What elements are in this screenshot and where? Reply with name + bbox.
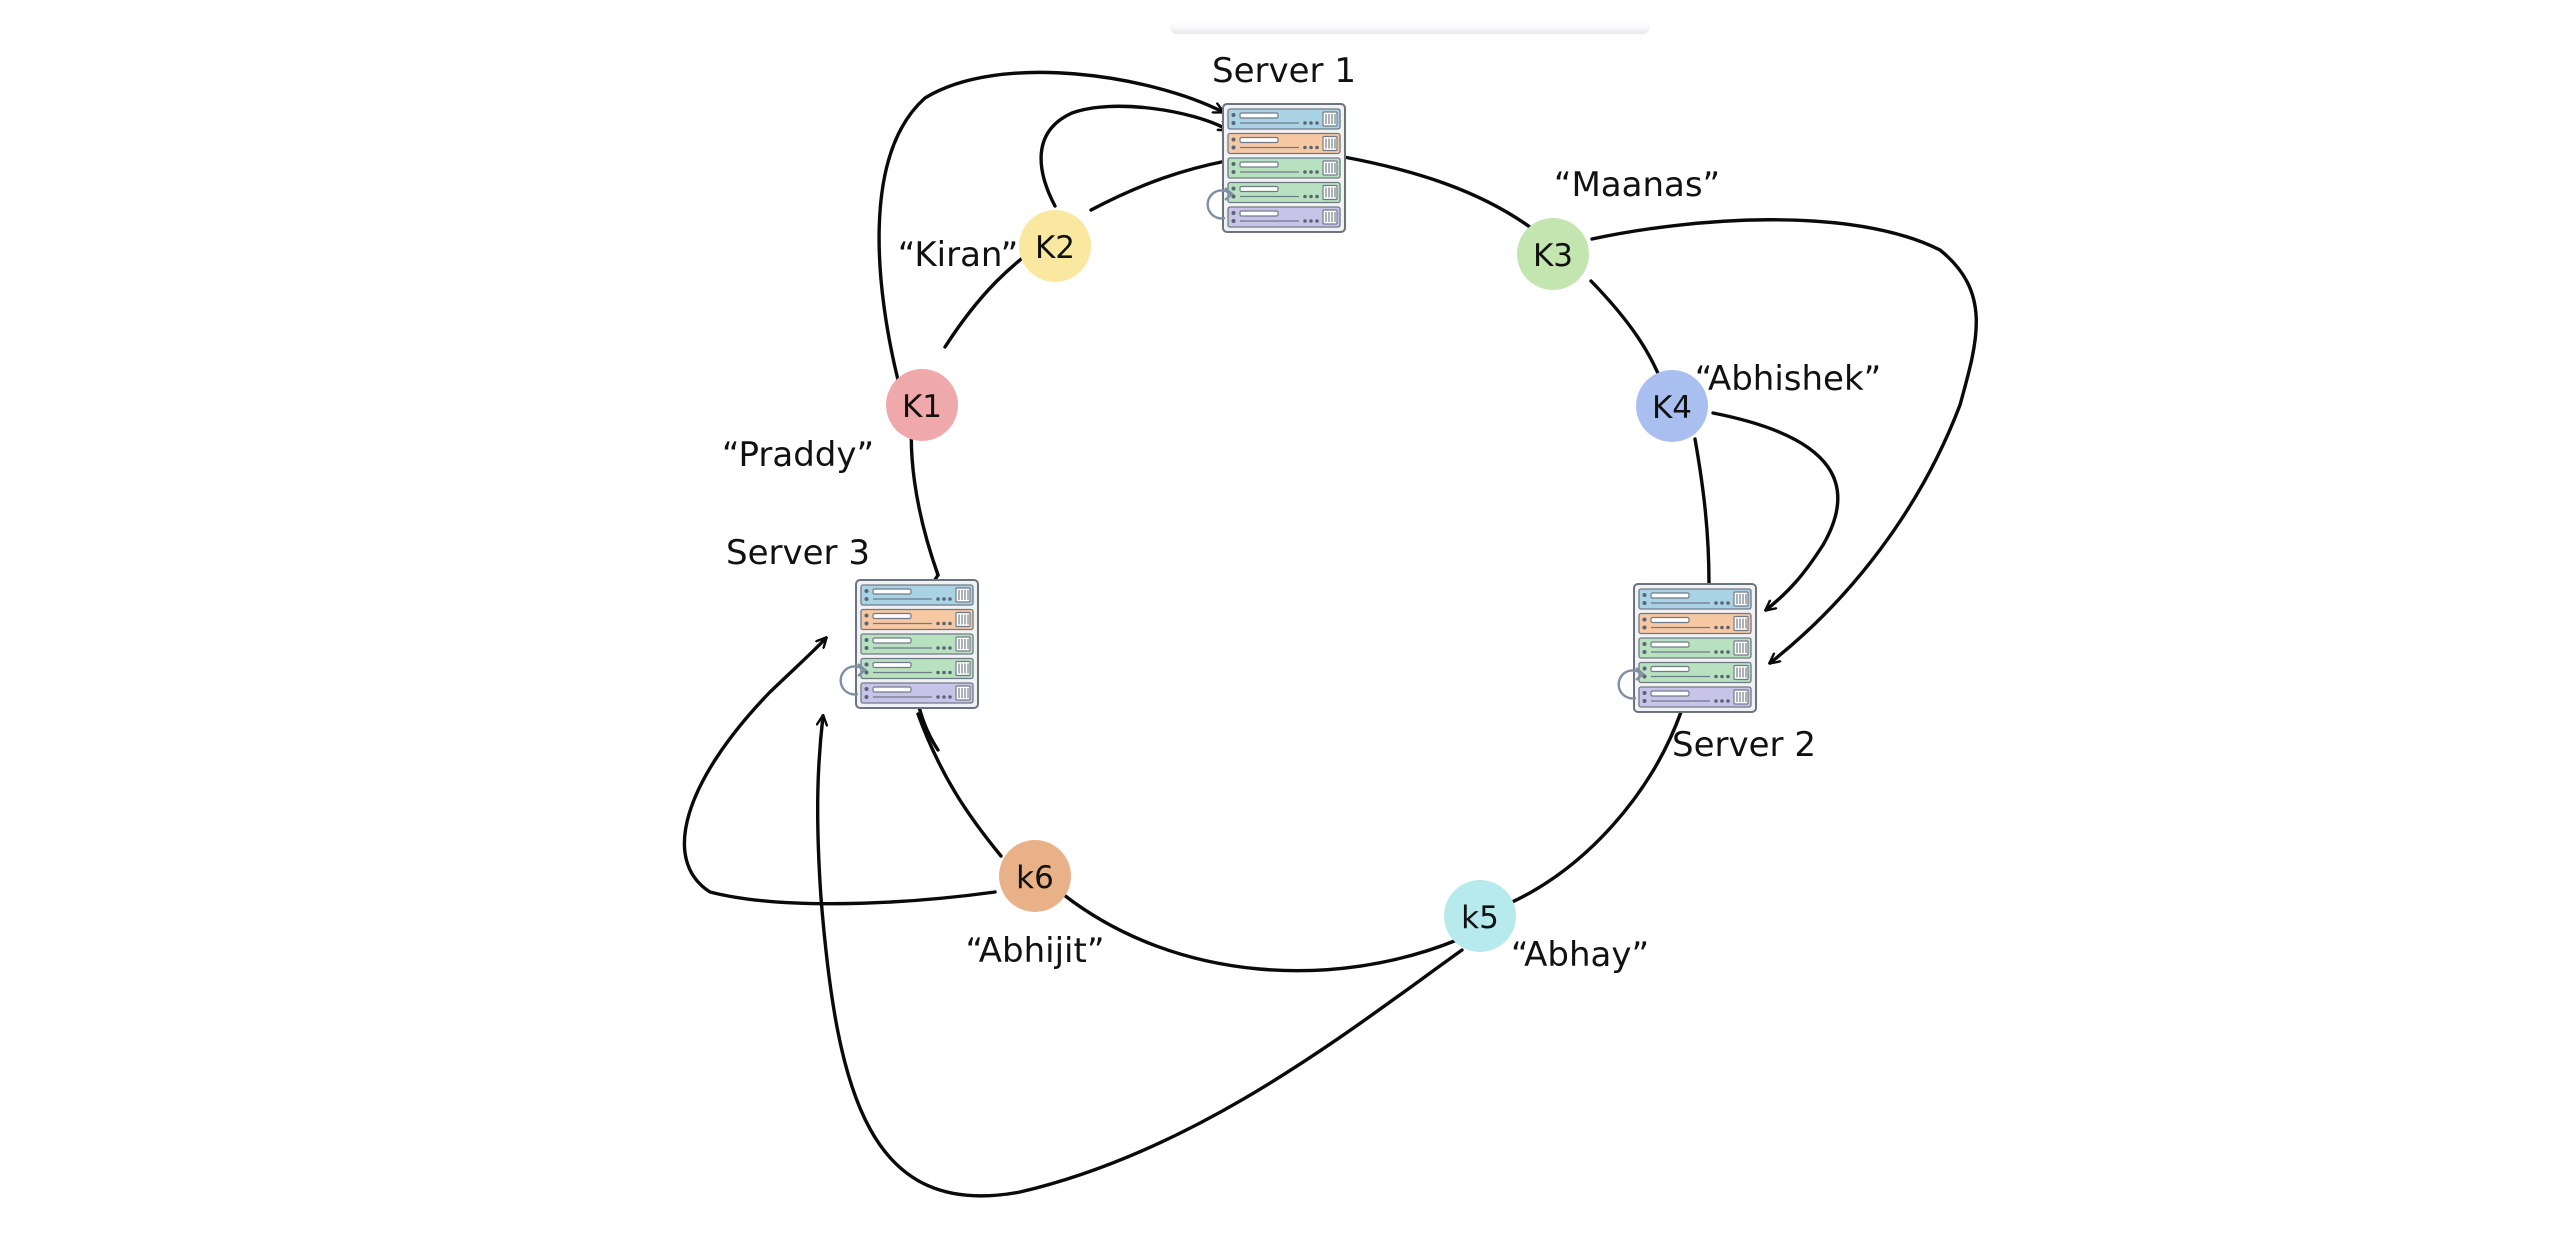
edge-k5-server-3 (818, 716, 1464, 1198)
mapping-edges (682, 70, 1978, 1198)
refresh-icon (1206, 187, 1234, 220)
refresh-icon (839, 663, 867, 696)
key-k3[interactable]: K3 “Maanas” (1517, 165, 1720, 290)
server-label: Server 1 (1212, 51, 1356, 91)
server-1[interactable]: Server 1 (1206, 51, 1356, 233)
key-id: K4 (1652, 390, 1692, 426)
key-id: K1 (902, 389, 942, 425)
key-k2[interactable]: K2 “Kiran” (898, 210, 1091, 282)
key-id: k6 (1016, 860, 1054, 896)
rack-unit (860, 682, 974, 704)
edge-k1-server-1 (877, 70, 1223, 382)
key-k5[interactable]: k5 “Abhay” (1444, 880, 1649, 975)
server-3[interactable]: Server 3 (726, 533, 979, 709)
key-name: “Maanas” (1554, 165, 1720, 205)
top-shadow (1170, 20, 1650, 34)
key-name: “Abhishek” (1695, 359, 1882, 399)
key-circle (999, 840, 1071, 912)
server-rack-icon (855, 579, 979, 709)
key-name: “Abhay” (1511, 935, 1649, 975)
key-id: K3 (1533, 238, 1573, 274)
server-label: Server 2 (1672, 725, 1816, 765)
rack-unit (1638, 637, 1752, 659)
key-name: “Kiran” (898, 235, 1018, 275)
rack-unit (1638, 612, 1752, 635)
rack-unit (1638, 686, 1752, 708)
key-name: “Praddy” (722, 435, 874, 475)
key-id: k5 (1461, 900, 1499, 936)
key-circle (1636, 370, 1708, 442)
key-circle (886, 369, 958, 441)
server-2[interactable]: Server 2 (1617, 583, 1816, 765)
key-circle (1517, 218, 1589, 290)
server-rack-icon (1633, 583, 1757, 713)
key-name: “Abhijit” (966, 931, 1105, 971)
rack-unit (1227, 108, 1341, 130)
key-k1[interactable]: K1 “Praddy” (722, 369, 958, 475)
key-circle (1444, 880, 1516, 952)
key-k4[interactable]: K4 “Abhishek” (1636, 359, 1881, 442)
rack-unit (1227, 132, 1341, 155)
servers: Server 1 Server 2 Server 3 (726, 51, 1816, 765)
rack-unit (1227, 206, 1341, 228)
key-id: K2 (1035, 230, 1075, 266)
server-rack-icon (1222, 103, 1346, 233)
edge-k4-server-2 (1711, 411, 1840, 610)
edge-k2-server-1 (1039, 104, 1228, 208)
rack-unit (860, 657, 974, 680)
server-label: Server 3 (726, 533, 870, 573)
edge-k3-server-2 (1590, 218, 1978, 663)
keys: K1 “Praddy” K2 “Kiran” K3 “Maanas” K4 “A… (722, 165, 1881, 975)
rack-unit (860, 608, 974, 631)
edge-k6-server-3 (682, 638, 997, 906)
key-k6[interactable]: k6 “Abhijit” (966, 840, 1105, 971)
rack-unit (860, 584, 974, 606)
rack-unit (860, 633, 974, 655)
key-circle (1019, 210, 1091, 282)
rack-unit (1638, 588, 1752, 610)
refresh-icon (1617, 667, 1645, 700)
rack-unit (1638, 661, 1752, 684)
rack-unit (1227, 157, 1341, 179)
rack-unit (1227, 181, 1341, 204)
